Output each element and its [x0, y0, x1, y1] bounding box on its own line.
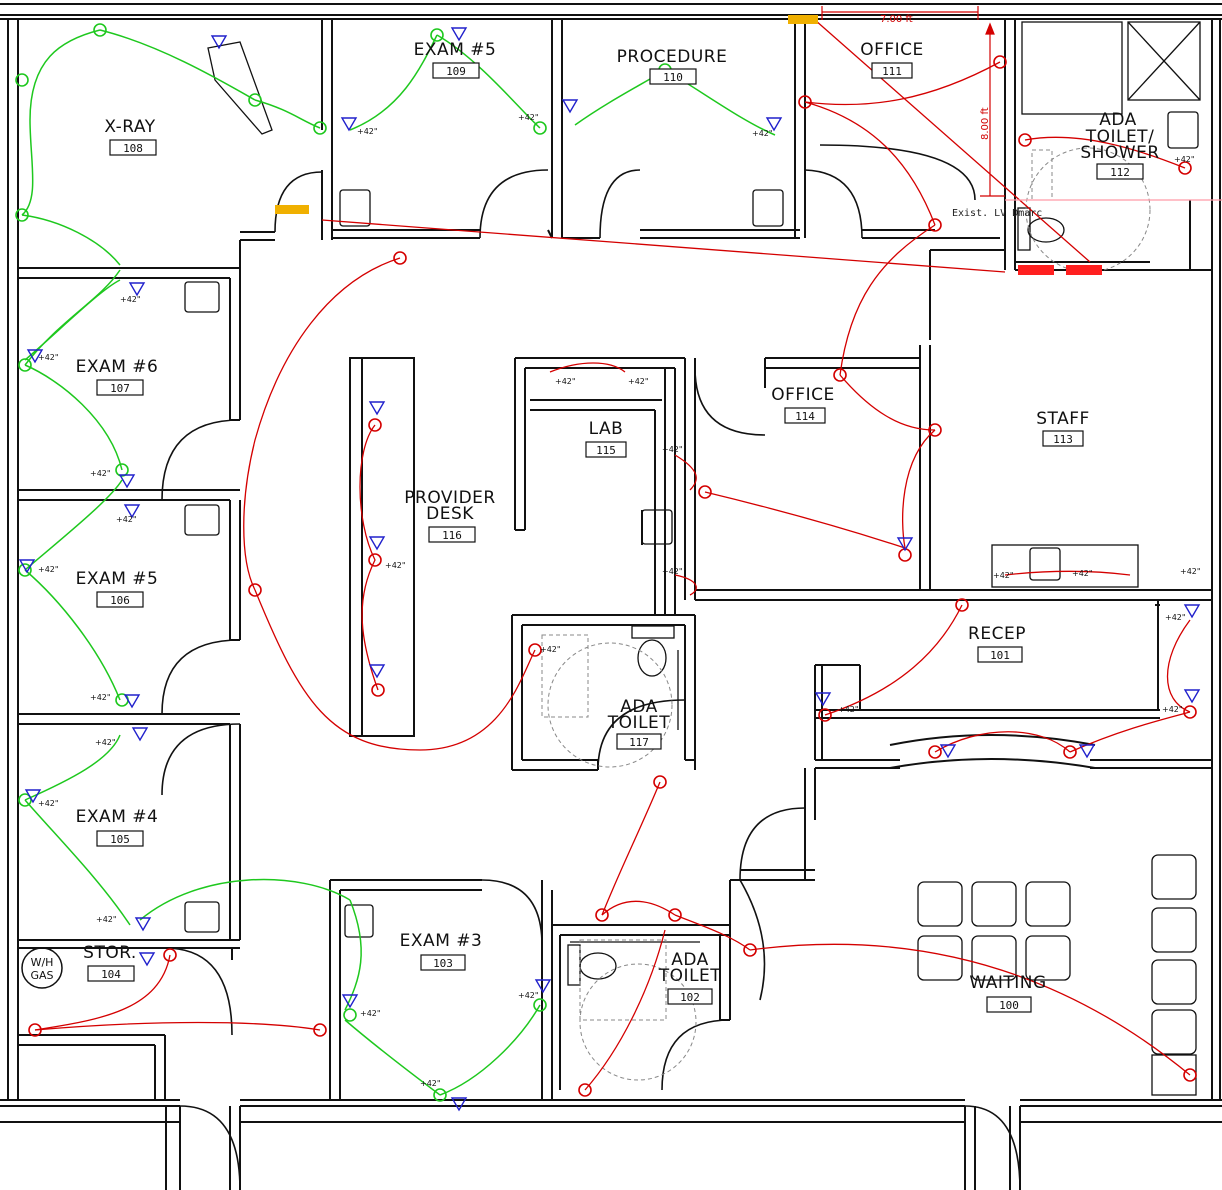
room-name-toilet102-1: ADA: [671, 950, 709, 970]
room-number-toilet102: 102: [680, 991, 700, 1004]
dim-horizontal-label: 7.00 ft: [880, 14, 913, 25]
room-name-toilet117-1: ADA: [620, 697, 658, 717]
room-name-procedure: PROCEDURE: [617, 47, 728, 67]
data-circuits: [34, 19, 1222, 1091]
svg-text:+42": +42": [1180, 567, 1201, 576]
water-heater-icon: [21, 947, 63, 989]
room-name-office114: OFFICE: [771, 385, 835, 405]
room-name-toilet102-2: TOILET: [658, 966, 721, 986]
room-name-recep: RECEP: [968, 624, 1026, 644]
room-name-xray: X-RAY: [104, 117, 155, 137]
room-name-exam3: EXAM #3: [400, 931, 483, 951]
mount-height-tags: +42" +42" +42" +42" +42" +42" +42" +42" …: [38, 113, 1201, 1088]
room-number-lab: 115: [596, 444, 616, 457]
room-name-stor: STOR.: [83, 943, 137, 963]
svg-text:+42": +42": [90, 469, 111, 478]
wh-gas-line2: GAS: [30, 969, 53, 982]
room-number-procedure: 110: [663, 71, 683, 84]
svg-text:+42": +42": [555, 377, 576, 386]
svg-text:+42": +42": [95, 738, 116, 747]
demarc-note: Exist. LV Dmarc: [952, 208, 1042, 219]
room-name-exam109: EXAM #5: [414, 40, 497, 60]
dim-vertical-label: 8.00 ft: [980, 107, 991, 140]
svg-text:+42": +42": [752, 129, 773, 138]
room-number-staff: 113: [1053, 433, 1073, 446]
svg-text:+42": +42": [38, 565, 59, 574]
svg-text:+42": +42": [1165, 613, 1186, 622]
room-labels: X-RAY 108 EXAM #5 109 PROCEDURE 110 OFFI…: [76, 40, 1159, 1013]
svg-text:+42": +42": [1072, 569, 1093, 578]
room-number-xray: 108: [123, 142, 143, 155]
walls: [0, 3, 1222, 1190]
room-number-stor: 104: [101, 968, 121, 981]
door-swings: [161, 144, 1021, 1190]
svg-text:+42": +42": [38, 799, 59, 808]
room-number-exam109: 109: [446, 65, 466, 78]
wh-gas-line1: W/H: [31, 956, 54, 969]
room-name-toilet117-2: TOILET: [607, 713, 670, 733]
room-number-recep: 101: [990, 649, 1010, 662]
room-name-exam6: EXAM #6: [76, 357, 159, 377]
room-name-staff: STAFF: [1036, 409, 1090, 429]
svg-text:+42": +42": [540, 645, 561, 654]
room-name-shower-1: ADA: [1099, 110, 1137, 130]
room-name-exam4: EXAM #4: [76, 807, 159, 827]
room-number-waiting: 100: [999, 999, 1019, 1012]
svg-text:+42": +42": [1174, 155, 1195, 164]
room-name-shower-3: SHOWER: [1080, 143, 1159, 163]
room-number-office111: 111: [882, 65, 902, 78]
room-number-exam3: 103: [433, 957, 453, 970]
room-number-exam4: 105: [110, 833, 130, 846]
room-number-shower: 112: [1110, 166, 1130, 179]
room-number-toilet117: 117: [629, 736, 649, 749]
svg-text:+42": +42": [662, 567, 683, 576]
turning-circles: [541, 147, 1151, 1081]
room-number-exam6: 107: [110, 382, 130, 395]
data-devices: [28, 55, 1197, 1097]
room-name-waiting: WAITING: [969, 973, 1046, 993]
svg-text:+42": +42": [838, 705, 859, 714]
fixtures: [184, 21, 1201, 1096]
wifi-devices: [15, 23, 672, 1102]
room-number-exam106: 106: [110, 594, 130, 607]
svg-text:+42": +42": [993, 571, 1014, 580]
room-number-provider: 116: [442, 529, 462, 542]
markers: [275, 15, 1102, 275]
dimensions: [821, 6, 1005, 197]
room-number-office114: 114: [795, 410, 815, 423]
svg-text:+42": +42": [96, 915, 117, 924]
svg-text:+42": +42": [518, 991, 539, 1000]
svg-text:+42": +42": [662, 445, 683, 454]
svg-text:+42": +42": [1162, 705, 1183, 714]
room-name-office111: OFFICE: [860, 40, 924, 60]
room-name-lab: LAB: [589, 419, 624, 439]
room-name-exam106: EXAM #5: [76, 569, 159, 589]
jack-triangles: [18, 27, 1201, 1112]
room-name-shower-2: TOILET/: [1085, 127, 1155, 147]
svg-text:+42": +42": [360, 1009, 381, 1018]
svg-text:+42": +42": [357, 127, 378, 136]
svg-text:+42": +42": [518, 113, 539, 122]
svg-text:+42": +42": [628, 377, 649, 386]
svg-text:+42": +42": [385, 561, 406, 570]
svg-text:+42": +42": [38, 353, 59, 362]
svg-text:+42": +42": [90, 693, 111, 702]
svg-text:+42": +42": [120, 295, 141, 304]
svg-text:+42": +42": [420, 1079, 441, 1088]
room-name-provider-1: PROVIDER: [404, 488, 495, 508]
room-name-provider-2: DESK: [426, 504, 474, 524]
svg-text:+42": +42": [116, 515, 137, 524]
